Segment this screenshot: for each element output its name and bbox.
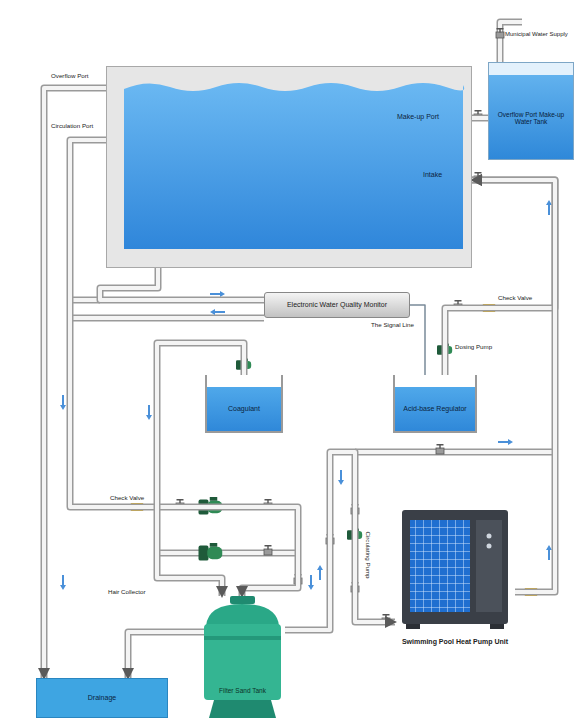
water-quality-monitor: Electronic Water Quality Monitor xyxy=(264,292,410,318)
filter-sand-tank: Filter Sand Tank xyxy=(200,596,285,718)
label-holder: Circulation Port xyxy=(51,122,93,129)
edge-label: The Signal Line xyxy=(370,321,415,328)
label-holder: Check Valve xyxy=(498,294,532,301)
shape-outline xyxy=(107,67,471,267)
coagulant-tank: Coagulant xyxy=(205,375,283,433)
label-holder: Circulating Pump xyxy=(364,531,371,578)
pump-label: Dosing Pump xyxy=(455,343,492,350)
heat-pump-unit: Swimming Pool Heat Pump Unit xyxy=(395,505,515,648)
valve-label: Check Valve xyxy=(498,294,532,301)
make-up-water-tank: Overflow Port Make-up Water Tank xyxy=(488,62,574,160)
heat-pump-unit xyxy=(402,510,508,629)
valve-label: Check Valve xyxy=(110,494,144,501)
node-text: Coagulant xyxy=(228,405,260,413)
node-text: Make-up Port xyxy=(397,113,439,121)
label-holder: Dosing Pump xyxy=(455,343,492,350)
pipe xyxy=(285,452,395,630)
label-holder: Check Valve xyxy=(110,494,144,501)
supply-label: Municipal Water Supply xyxy=(505,31,568,38)
swimming-pool: Make-up PortIntake xyxy=(106,66,472,268)
port-label: Overflow Port xyxy=(51,72,88,79)
signal-line xyxy=(410,305,425,375)
label-holder: Hair Collector xyxy=(108,588,145,595)
pipe xyxy=(128,632,204,678)
pipe xyxy=(472,180,555,592)
pipe xyxy=(472,118,488,119)
part-label: Hair Collector xyxy=(108,588,145,595)
edge-label-holder: The Signal Line xyxy=(370,321,415,328)
node-text: Swimming Pool Heat Pump Unit xyxy=(402,638,508,646)
port-label: Circulation Port xyxy=(51,122,93,129)
pipe xyxy=(100,268,264,300)
node-text: Acid-base Regulator xyxy=(403,405,466,413)
acid-base-tank: Acid-base Regulator xyxy=(393,375,477,433)
drainage-tank: Drainage xyxy=(36,678,168,718)
label-holder: Municipal Water Supply xyxy=(505,31,568,38)
label-holder: Overflow Port xyxy=(51,72,88,79)
node-text: Overflow Port Make-up Water Tank xyxy=(493,111,569,126)
node-text: Filter Sand Tank xyxy=(219,687,266,694)
extra-pipes xyxy=(70,22,555,553)
pipe xyxy=(44,88,106,678)
node-text: Intake xyxy=(423,171,442,179)
node-text: Drainage xyxy=(88,694,116,702)
pump-label: Circulating Pump xyxy=(364,531,371,578)
node-text: Electronic Water Quality Monitor xyxy=(287,301,387,309)
shape-outline xyxy=(200,596,285,718)
